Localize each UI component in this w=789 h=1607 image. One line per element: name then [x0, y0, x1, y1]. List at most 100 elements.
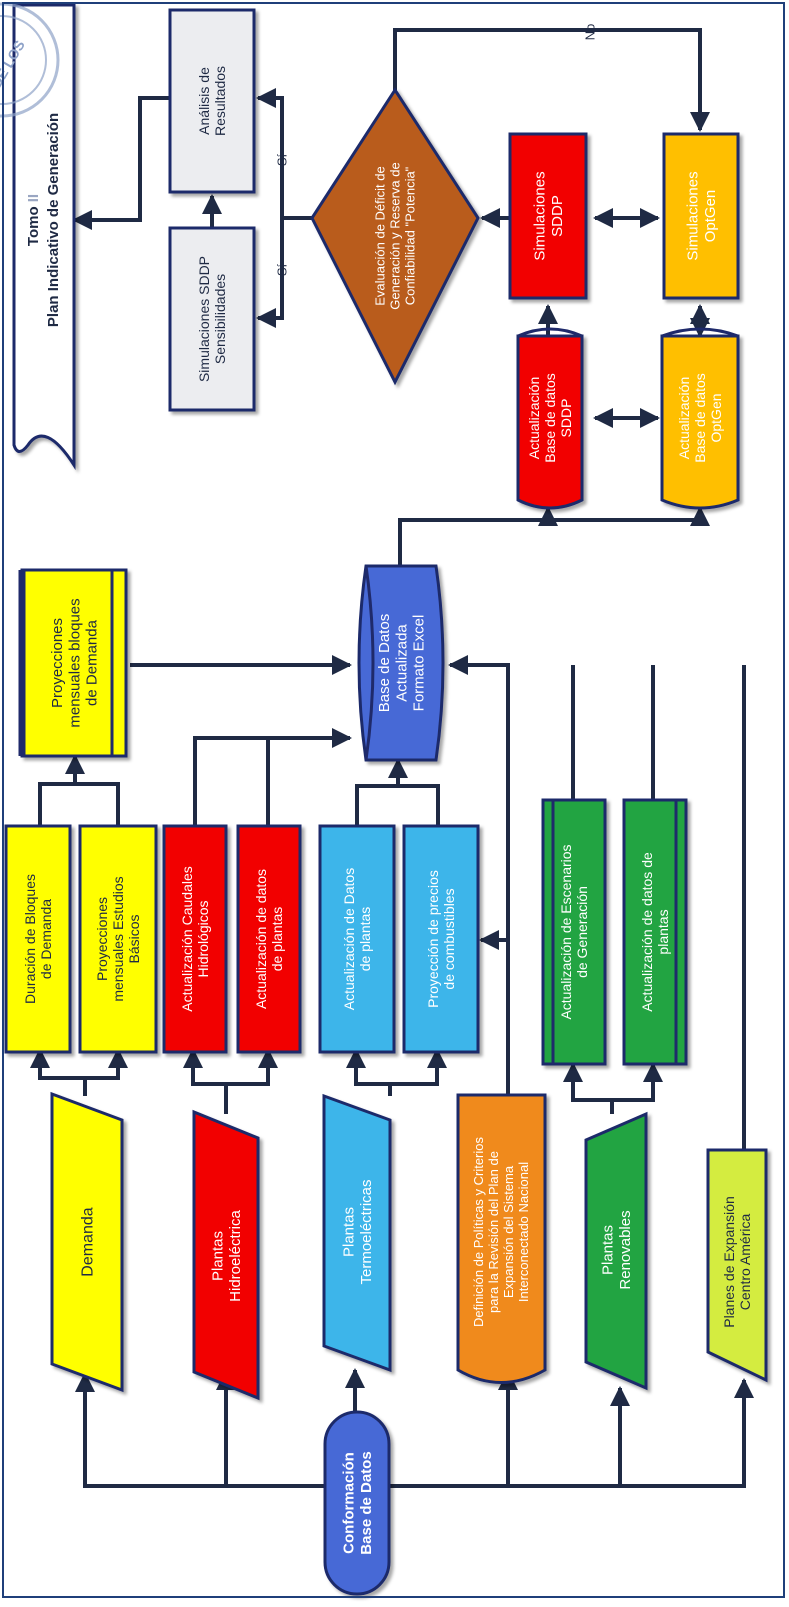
sim-analisis-shape	[168, 8, 256, 194]
proc-datos-termo-shape	[318, 824, 396, 1054]
proc-datos-hidro-label-line: Actualización de datos	[253, 869, 269, 1009]
input-politicas-label: Definición de Políticas y Criteriospara …	[471, 1136, 531, 1327]
proc-proy-estudios-shape	[78, 824, 158, 1054]
input-demanda-shape	[50, 1091, 124, 1393]
input-planes-shape	[706, 1148, 768, 1383]
input-renov-label: PlantasRenovables	[600, 1210, 634, 1289]
shape-details	[18, 327, 739, 1064]
connector-start-to-inputs	[75, 1372, 355, 1488]
proc-proy-estudios-label-line: Proyecciones	[94, 897, 110, 981]
db-excel-shape	[357, 564, 445, 762]
db-excel-label-line: Base de Datos	[376, 614, 393, 712]
input-planes-label: Planes de ExpansiónCentro América	[721, 1196, 753, 1328]
sim-analisis-label: Análisis deResultados	[196, 66, 228, 136]
proc-datos-renov-label: Actualización de datos deplantas	[639, 852, 671, 1012]
connector-hidro-excel	[193, 736, 270, 828]
tomo-document-shape	[12, 3, 76, 471]
sim-analisis-label-line: Análisis de	[196, 67, 212, 135]
sim-analisis-label-line: Resultados	[212, 66, 228, 136]
db-optgen-label-line: Actualización	[676, 377, 692, 460]
decision-label-line: Evaluación de Déficit de	[373, 166, 388, 305]
input-politicas-label-line: Definición de Políticas y Criterios	[471, 1136, 486, 1327]
input-hidro-label: PlantasHidroeléctrica	[210, 1209, 244, 1301]
edge-label-si-2-line: Sí	[275, 153, 290, 166]
proc-duracion-label: Duración de Bloquesde Demanda	[22, 874, 54, 1004]
proc-combustibles-label-line: de combustibles	[441, 888, 457, 989]
db-optgen-label-line: OptGen	[708, 393, 724, 442]
sim-optgen-shape	[662, 132, 740, 300]
connector-politicas	[448, 655, 510, 1098]
proc-datos-termo-label: Actualización de Datosde plantas	[341, 868, 373, 1010]
proc-duracion-label-line: de Demanda	[38, 899, 54, 979]
connector-demanda	[30, 1048, 87, 1096]
proc-combustibles-shape	[402, 824, 480, 1054]
start-node-shape	[323, 1410, 391, 1596]
db-sddp-label-line: SDDP	[558, 399, 574, 438]
connector-analisis-tomo	[72, 96, 170, 230]
db-optgen-shape	[660, 334, 740, 510]
connector-renov	[563, 1062, 614, 1114]
db-excel-label-line: Actualizada	[393, 624, 410, 702]
decision-label-line: Generación y Reserva de	[388, 162, 403, 309]
proc-proy-bloques-label: Proyeccionesmensuales bloquesde Demanda	[49, 598, 101, 727]
proc-proy-bloques-label-line: Proyecciones	[49, 618, 66, 708]
plan-title: Plan Indicativo de Generación	[45, 113, 62, 327]
edge-label-no-line: No	[583, 24, 598, 41]
edge-label-no: No	[583, 24, 598, 41]
proc-escenarios-label-line: de Generación	[574, 886, 590, 978]
connector-termo	[346, 1048, 392, 1096]
connector-start-right	[355, 1378, 754, 1488]
proc-datos-termo-label-line: de plantas	[357, 907, 373, 972]
edge-label-si-1: Sí	[275, 263, 290, 276]
db-sddp-label: ActualizaciónBase de datosSDDP	[526, 373, 574, 463]
input-termo-label-line: Plantas	[341, 1207, 358, 1257]
connector-termo-excel	[355, 784, 440, 828]
proc-caudales-label-line: Actualización Caudales	[179, 866, 195, 1012]
input-termo-label: PlantasTermoeléctricas	[341, 1179, 375, 1284]
input-demanda-label: Demanda	[80, 1207, 97, 1276]
sim-sensibilidades-label: Simulaciones SDDPSensibilidades	[196, 256, 228, 382]
proc-proy-bloques-label-line: mensuales bloques	[66, 598, 83, 727]
db-sddp-label-line: Base de datos	[542, 373, 558, 463]
sim-sensibilidades-label-line: Simulaciones SDDP	[196, 256, 212, 382]
edge-label-si-2: Sí	[275, 153, 290, 166]
input-renov-shape	[584, 1111, 648, 1391]
input-planes-label-line: Planes de Expansión	[721, 1196, 737, 1328]
db-excel-label: Base de DatosActualizadaFormato Excel	[376, 614, 428, 712]
input-termo-label-line: Termoeléctricas	[358, 1179, 375, 1284]
proc-datos-hidro-label-line: de plantas	[269, 907, 285, 972]
proc-proy-bloques-label-line: de Demanda	[84, 619, 101, 706]
connectors	[30, 28, 754, 1488]
input-politicas-shape	[456, 1093, 547, 1384]
decision-label: Evaluación de Déficit deGeneración y Res…	[373, 162, 418, 309]
input-hidro-shape	[192, 1109, 260, 1401]
proc-caudales-label: Actualización CaudalesHidrológicos	[179, 866, 211, 1012]
proc-escenarios-label: Actualización de Escenariosde Generación	[558, 844, 590, 1019]
sim-sensibilidades-shape	[168, 226, 256, 412]
decision-shape	[310, 87, 480, 386]
proc-caudales-shape	[162, 824, 228, 1054]
db-sddp-shape	[516, 334, 584, 510]
db-optgen-label-line: Base de datos	[692, 373, 708, 463]
sim-sddp-label: SimulacionesSDDP	[532, 171, 566, 260]
db-excel-label-line: Formato Excel	[411, 615, 428, 712]
proc-proy-bloques-shape	[20, 568, 128, 758]
sim-sddp-label-line: SDDP	[549, 195, 566, 237]
sim-optgen-label: SimulacionesOptGen	[685, 171, 719, 260]
shapes	[4, 3, 768, 1596]
proc-proy-estudios-label-line: mensuales Estudios	[110, 876, 126, 1001]
proc-duracion-shape	[4, 824, 72, 1054]
proc-proy-estudios-label-line: Básicos	[126, 914, 142, 963]
input-hidro-label-line: Plantas	[210, 1231, 227, 1281]
input-demanda-label-line: Demanda	[80, 1207, 97, 1276]
sim-sddp-shape	[508, 132, 588, 300]
input-renov-label-line: Plantas	[600, 1225, 617, 1275]
input-politicas-label-line: para la Revisión del Plan de	[486, 1151, 501, 1313]
proc-datos-renov-label-line: plantas	[655, 909, 671, 954]
proc-datos-hidro-label: Actualización de datosde plantas	[253, 869, 285, 1009]
edge-label-si-1-line: Sí	[275, 263, 290, 276]
tomo-word: Tomo	[25, 202, 42, 246]
